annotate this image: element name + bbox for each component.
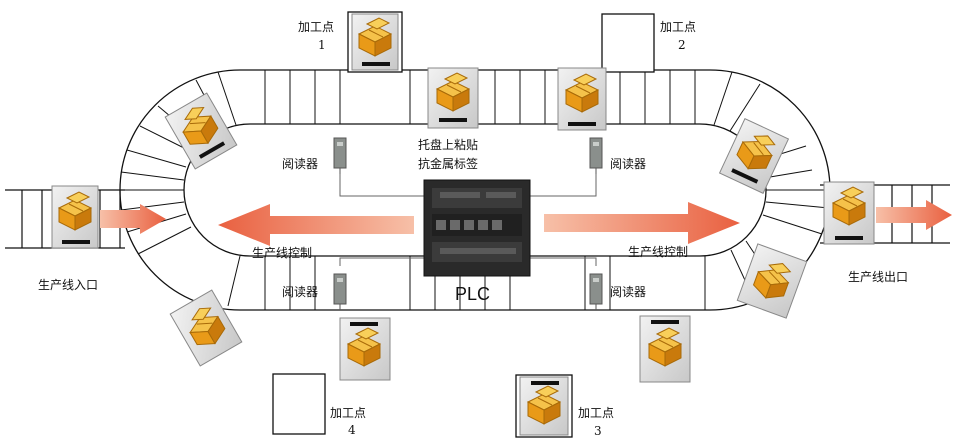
reader-label-bottom-right: 阅读器 [610, 285, 647, 299]
arrow-icon [544, 202, 740, 244]
pallet-upper-right-curve [718, 118, 790, 194]
reader-icon [589, 137, 603, 175]
pallet-note-line-2: 抗金属标签 [418, 157, 479, 171]
pallet-top-right [557, 67, 607, 131]
station-3-number: 3 [594, 424, 602, 438]
reader-icon [333, 137, 347, 175]
station-2-label: 加工点 [660, 20, 697, 34]
reader-icon [589, 273, 603, 311]
pallet-station-3 [519, 376, 569, 436]
reader-label-bottom-left: 阅读器 [282, 285, 319, 299]
arrow-icon [218, 204, 414, 246]
pallet-note-line-1: 托盘上粘贴 [418, 138, 479, 152]
pallet-exit [823, 181, 875, 245]
pallet-upper-left-curve [164, 92, 238, 170]
reader-label-top-right: 阅读器 [610, 157, 647, 171]
reader-label-top-left: 阅读器 [282, 157, 319, 171]
line-exit-label: 生产线出口 [848, 270, 909, 284]
reader-icon [333, 273, 347, 311]
pallet-lower-left-curve [169, 289, 243, 367]
pallet-lower-right-curve [736, 243, 808, 319]
station-1-label: 加工点 [298, 20, 335, 34]
reader-connections [339, 174, 597, 266]
pallet-bottom-left [339, 317, 391, 381]
plc-icon [423, 179, 531, 277]
pallet-entry [51, 185, 99, 249]
pallet-bottom-right [639, 315, 691, 383]
pallet-top-middle [427, 67, 479, 129]
station-2-number: 2 [678, 38, 686, 52]
station-4-number: 4 [348, 423, 356, 437]
line-entry-label: 生产线入口 [38, 278, 99, 292]
station-4-label: 加工点 [330, 406, 367, 420]
control-label-left: 生产线控制 [252, 246, 313, 260]
pallet-station-1 [351, 13, 399, 71]
station-1-number: 1 [318, 38, 326, 52]
plc-label: PLC [455, 284, 491, 304]
control-label-right: 生产线控制 [628, 245, 689, 259]
station-3-label: 加工点 [578, 406, 615, 420]
arrow-icon [876, 200, 952, 230]
arrow-icon [100, 204, 166, 234]
